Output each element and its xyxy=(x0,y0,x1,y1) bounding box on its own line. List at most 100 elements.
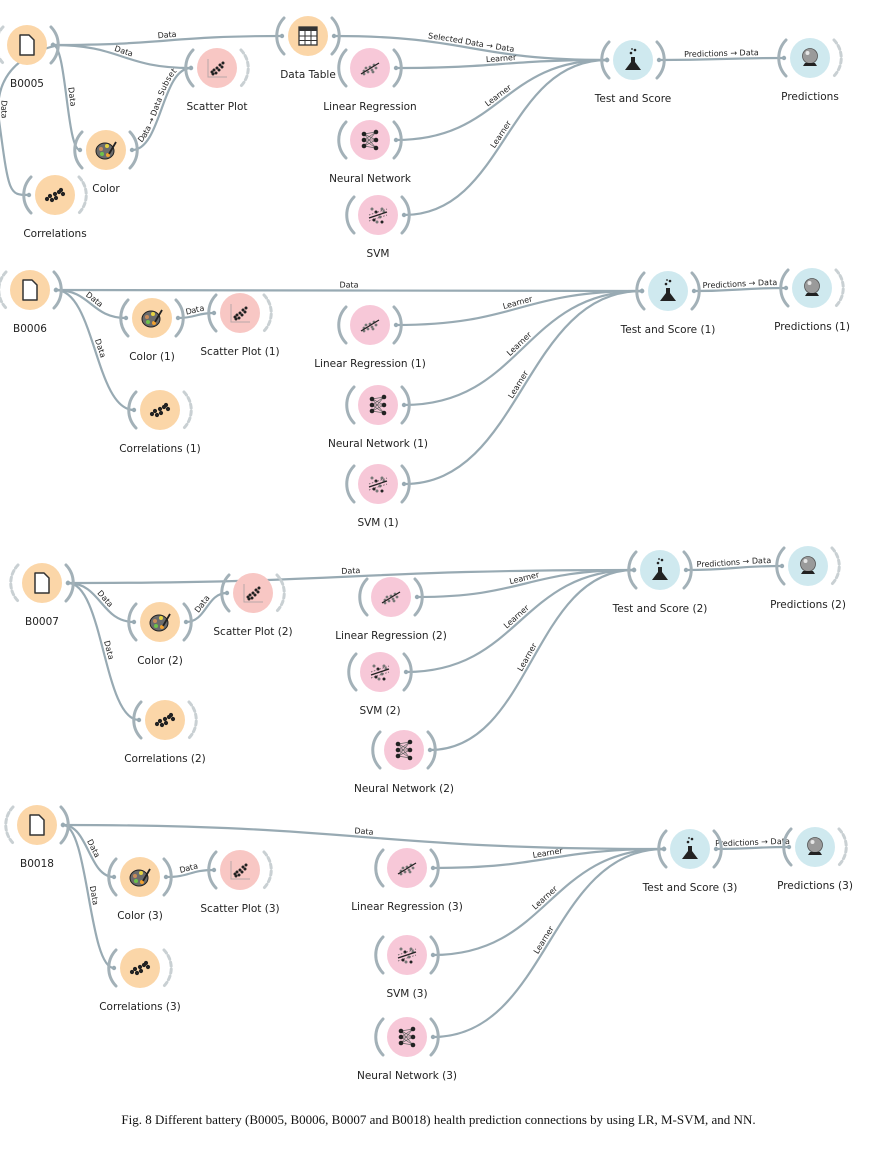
node-file-b0007[interactable]: B0007 xyxy=(9,563,75,628)
input-channel[interactable] xyxy=(345,464,356,504)
node-color-b0018[interactable]: Color (3) xyxy=(107,857,173,922)
link-nn-to-ts[interactable] xyxy=(403,289,643,407)
link-file-to-corr[interactable] xyxy=(67,581,140,722)
input-channel[interactable] xyxy=(782,827,793,867)
input-channel[interactable] xyxy=(127,602,138,642)
link-file-to-color[interactable] xyxy=(55,288,127,320)
input-channel[interactable] xyxy=(22,175,33,215)
input-channel[interactable] xyxy=(132,700,143,740)
node-color-b0006[interactable]: Color (1) xyxy=(119,298,185,363)
input-channel[interactable] xyxy=(371,730,382,770)
input-channel[interactable] xyxy=(635,271,646,311)
node-ts-b0018[interactable]: Test and Score (3) xyxy=(642,829,738,894)
link-ts-to-pred[interactable] xyxy=(715,845,790,851)
link-file-to-corr[interactable] xyxy=(0,43,59,197)
output-channel[interactable] xyxy=(239,48,250,88)
link-nn-to-ts[interactable] xyxy=(432,847,665,1039)
node-lr-b0006[interactable]: Linear Regression (1) xyxy=(314,305,426,370)
node-scatter-b0007[interactable]: Scatter Plot (2) xyxy=(213,573,293,638)
link-file-to-corr[interactable] xyxy=(62,823,115,970)
node-file-b0005[interactable]: B0005 xyxy=(0,25,60,90)
output-channel[interactable] xyxy=(59,805,70,845)
node-ts-b0006[interactable]: Test and Score (1) xyxy=(620,271,716,336)
node-scatter-b0005[interactable]: Scatter Plot xyxy=(184,48,250,113)
node-lr-b0005[interactable]: Linear Regression xyxy=(323,48,417,113)
node-nn-b0006[interactable]: Neural Network (1) xyxy=(328,385,428,450)
link-svm-to-ts[interactable] xyxy=(432,847,665,957)
output-channel[interactable] xyxy=(275,573,286,613)
node-corr-b0018[interactable]: Correlations (3) xyxy=(99,948,181,1013)
input-channel[interactable] xyxy=(9,563,20,603)
node-lr-b0018[interactable]: Linear Regression (3) xyxy=(351,848,463,913)
output-channel[interactable] xyxy=(330,16,341,56)
node-svm-b0007[interactable]: SVM (2) xyxy=(347,652,413,717)
output-channel[interactable] xyxy=(128,130,139,170)
link-ts-to-pred[interactable] xyxy=(685,564,783,572)
node-svm-b0006[interactable]: SVM (1) xyxy=(345,464,411,529)
node-corr-b0006[interactable]: Correlations (1) xyxy=(119,390,201,455)
input-channel[interactable] xyxy=(775,546,786,586)
output-channel[interactable] xyxy=(162,857,173,897)
input-channel[interactable] xyxy=(275,16,286,56)
input-channel[interactable] xyxy=(4,805,15,845)
input-channel[interactable] xyxy=(337,120,348,160)
input-channel[interactable] xyxy=(0,270,8,310)
input-channel[interactable] xyxy=(779,268,790,308)
input-channel[interactable] xyxy=(777,38,788,78)
link-color-to-scatter[interactable] xyxy=(131,66,192,152)
node-corr-b0007[interactable]: Correlations (2) xyxy=(124,700,206,765)
output-channel[interactable] xyxy=(413,577,424,617)
link-svm-to-ts[interactable] xyxy=(403,58,608,217)
input-channel[interactable] xyxy=(107,857,118,897)
input-channel[interactable] xyxy=(345,195,356,235)
output-channel[interactable] xyxy=(392,305,403,345)
output-channel[interactable] xyxy=(429,935,440,975)
output-channel[interactable] xyxy=(837,827,848,867)
link-ts-to-pred[interactable] xyxy=(693,286,787,293)
input-channel[interactable] xyxy=(600,40,611,80)
link-ts-to-pred[interactable] xyxy=(658,56,785,62)
node-pred-b0005[interactable]: Predictions xyxy=(777,38,843,103)
link-file-to-ts[interactable] xyxy=(67,568,635,585)
input-channel[interactable] xyxy=(184,48,195,88)
input-channel[interactable] xyxy=(119,298,130,338)
output-channel[interactable] xyxy=(690,271,701,311)
input-channel[interactable] xyxy=(73,130,84,170)
output-channel[interactable] xyxy=(187,700,198,740)
node-color-b0005[interactable]: Color xyxy=(73,130,139,195)
link-lr-to-ts[interactable] xyxy=(395,58,608,70)
input-channel[interactable] xyxy=(107,948,118,988)
input-channel[interactable] xyxy=(0,25,5,65)
link-nn-to-ts[interactable] xyxy=(395,58,608,142)
link-lr-to-ts[interactable] xyxy=(416,568,635,599)
link-lr-to-ts[interactable] xyxy=(395,289,643,327)
output-channel[interactable] xyxy=(400,385,411,425)
output-channel[interactable] xyxy=(64,563,75,603)
node-pred-b0018[interactable]: Predictions (3) xyxy=(777,827,853,892)
node-lr-b0007[interactable]: Linear Regression (2) xyxy=(335,577,447,642)
input-channel[interactable] xyxy=(345,385,356,425)
link-file-to-corr[interactable] xyxy=(55,288,135,412)
output-channel[interactable] xyxy=(262,850,273,890)
output-channel[interactable] xyxy=(426,730,437,770)
output-channel[interactable] xyxy=(400,464,411,504)
node-corr-b0005[interactable]: Correlations xyxy=(22,175,88,240)
output-channel[interactable] xyxy=(392,48,403,88)
input-channel[interactable] xyxy=(374,1017,385,1057)
node-table-b0005[interactable]: Data Table xyxy=(275,16,341,81)
output-channel[interactable] xyxy=(682,550,693,590)
link-file-to-ts[interactable] xyxy=(62,823,665,851)
link-file-to-color[interactable] xyxy=(62,823,115,879)
input-channel[interactable] xyxy=(374,935,385,975)
output-channel[interactable] xyxy=(49,25,60,65)
node-nn-b0005[interactable]: Neural Network xyxy=(329,120,412,185)
output-channel[interactable] xyxy=(400,195,411,235)
node-svm-b0005[interactable]: SVM xyxy=(345,195,411,260)
input-channel[interactable] xyxy=(627,550,638,590)
link-file-to-table[interactable] xyxy=(52,34,283,47)
output-channel[interactable] xyxy=(429,1017,440,1057)
output-channel[interactable] xyxy=(262,293,273,333)
output-channel[interactable] xyxy=(429,848,440,888)
input-channel[interactable] xyxy=(207,293,218,333)
node-nn-b0007[interactable]: Neural Network (2) xyxy=(354,730,454,795)
